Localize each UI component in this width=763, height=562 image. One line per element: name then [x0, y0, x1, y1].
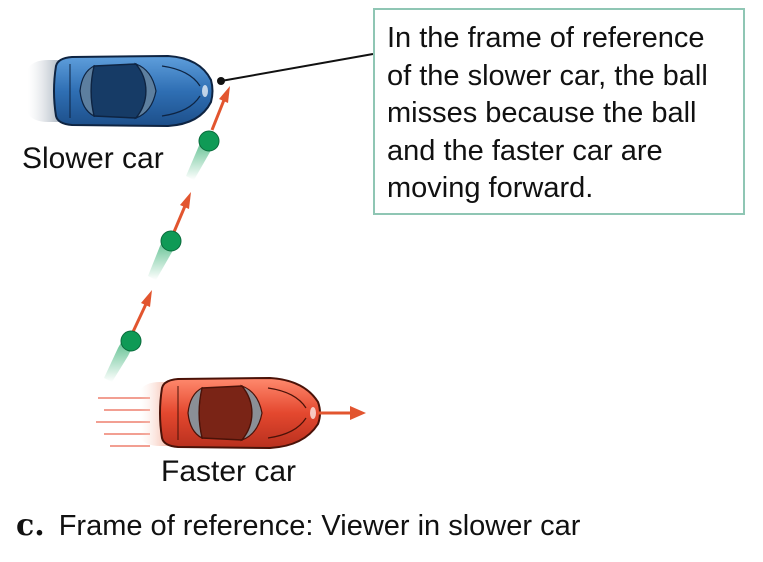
callout-line: moving forward.: [387, 172, 594, 204]
windshield: [240, 384, 263, 442]
slower-car-label: Slower car: [22, 142, 164, 175]
rear-window: [79, 64, 95, 118]
car-cabin: [198, 385, 253, 441]
car-cabin: [90, 63, 147, 119]
motion-blur: [28, 60, 62, 122]
caption-letter: c.: [16, 508, 45, 543]
rear-window: [187, 386, 203, 440]
faster-car-velocity-arrow: [318, 406, 366, 420]
figure-caption: c. Frame of reference: Viewer in slower c…: [16, 508, 580, 543]
ball-icon: [148, 230, 182, 280]
callout-line: of the slower car, the ball: [387, 59, 708, 92]
blue-car-icon: [28, 54, 214, 128]
caption-text: Frame of reference: Viewer in slower car: [58, 510, 581, 542]
callout-line: misses because the ball: [387, 97, 697, 129]
faster-car-label: Faster car: [161, 455, 297, 488]
red-car-icon: [96, 376, 321, 450]
callout-line: In the frame of reference: [387, 22, 705, 54]
windshield: [134, 62, 157, 120]
ball-icon: [186, 130, 220, 180]
callout-line: and the faster car are: [387, 134, 663, 167]
explanation-callout: In the frame of reference of the slower …: [373, 8, 745, 215]
callout-leader: [217, 53, 374, 85]
ball-icon: [104, 330, 142, 382]
ball-trajectory: [130, 86, 230, 335]
